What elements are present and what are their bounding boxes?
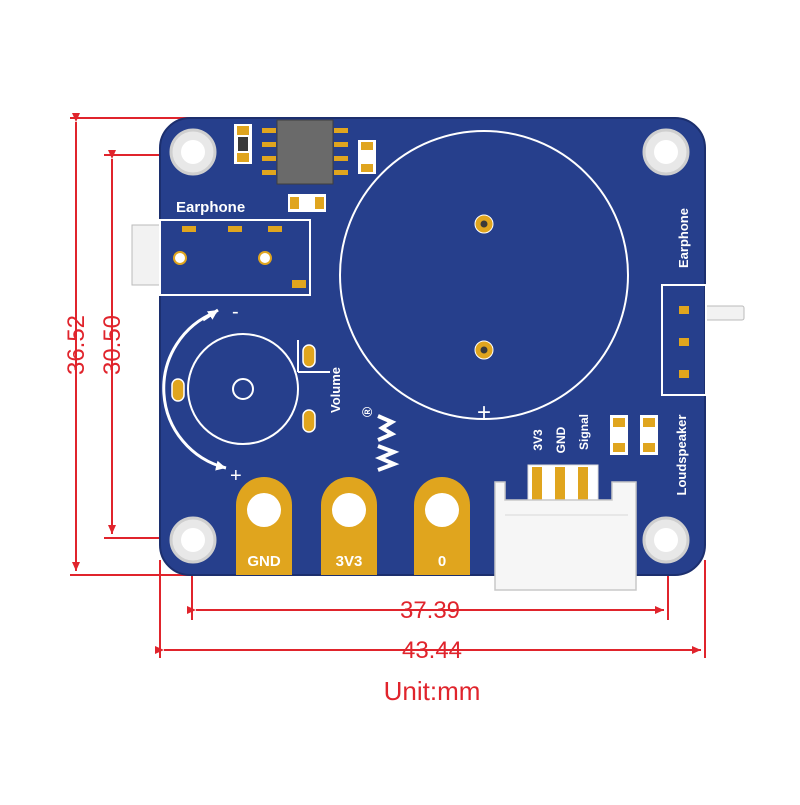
earphone-jack-right [661, 284, 707, 396]
dimension-width-inner: 37.39 [400, 597, 460, 624]
registered-mark: ® [359, 406, 375, 417]
connector-signal-label: Signal [577, 414, 591, 450]
pad-label-3v3: 3V3 [336, 553, 363, 570]
edge-pads [236, 477, 470, 575]
volume-label: Volume [328, 367, 343, 413]
volume-potentiometer [171, 333, 330, 445]
earphone-jack-left [159, 219, 311, 296]
speaker-connector [494, 464, 637, 591]
dimension-lines [70, 113, 706, 658]
waveshare-logo-icon [374, 414, 400, 472]
pad-gnd [236, 477, 292, 575]
left-jack-plug [131, 224, 163, 286]
volume-direction-arrow [162, 310, 227, 471]
pad-3v3 [321, 477, 377, 575]
volume-arrow-head-top [202, 308, 219, 322]
pot-minus-label: - [232, 301, 239, 323]
earphone-label-right: Earphone [676, 208, 691, 268]
amplifier-chip [262, 119, 348, 185]
unit-label: Unit:mm [384, 676, 481, 706]
connector-3v3-label: 3V3 [531, 429, 545, 451]
dimension-height-outer: 36.52 [63, 315, 90, 375]
speaker-plus-label: + [477, 399, 491, 426]
connector-gnd-label: GND [554, 426, 568, 453]
loudspeaker-label: Loudspeaker [674, 415, 689, 496]
pad-label-0: 0 [438, 553, 446, 570]
pot-plus-label: + [230, 465, 242, 487]
dimension-width-outer: 43.44 [402, 637, 462, 664]
dimension-height-inner: 30.50 [99, 315, 126, 375]
smd-components [234, 124, 658, 455]
earphone-label-left: Earphone [176, 199, 245, 216]
pad-0 [414, 477, 470, 575]
mounting-holes [169, 128, 690, 564]
pad-label-gnd: GND [247, 553, 281, 570]
speaker-outline [339, 130, 629, 420]
